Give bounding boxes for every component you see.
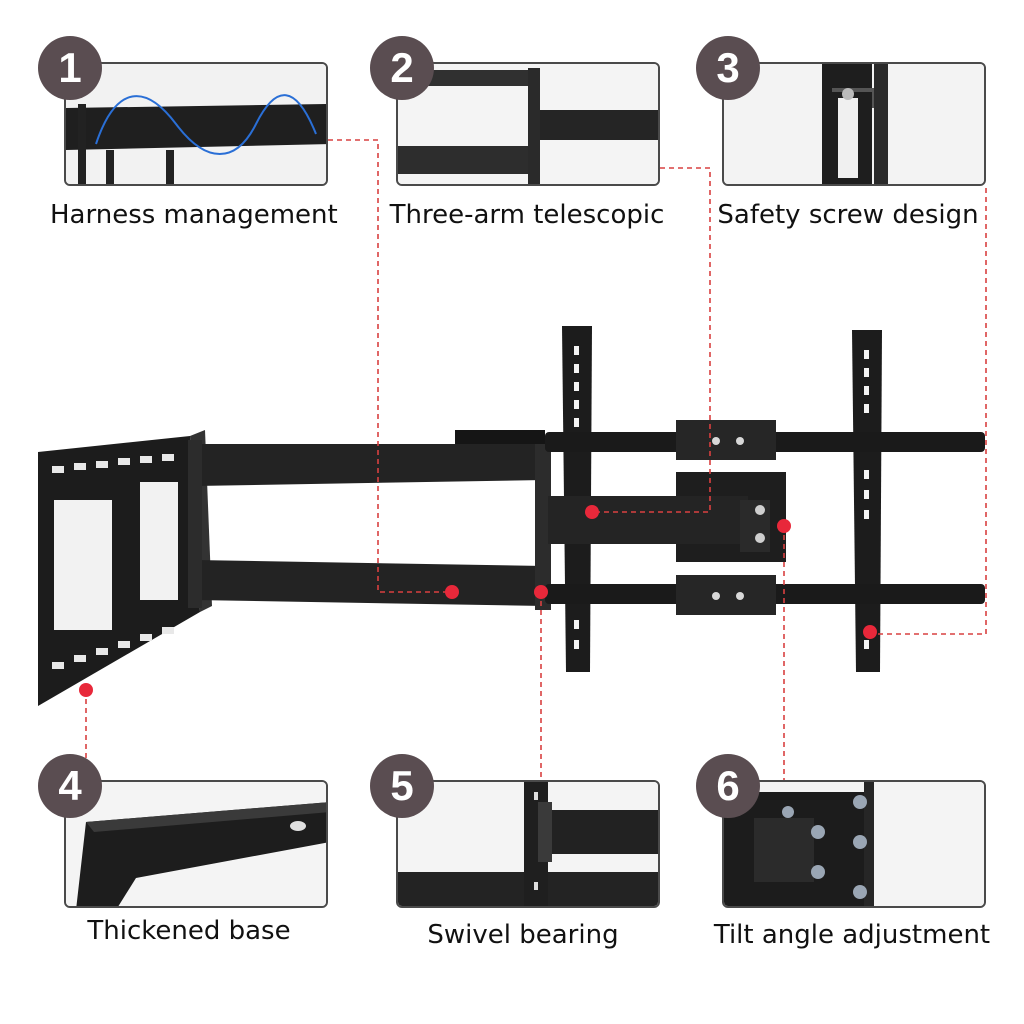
feature-2-label: Three-arm telescopic — [389, 200, 665, 230]
marker-dots — [79, 505, 877, 697]
feature-4-label: Thickened base — [87, 916, 291, 946]
tilt-bracket-photo — [724, 782, 984, 906]
feature-5-label: Swivel bearing — [427, 920, 619, 950]
telescopic-arm-photo — [398, 64, 658, 184]
base-plate-photo — [66, 782, 326, 906]
feature-3-number-badge: 3 — [696, 36, 760, 100]
tv-bracket — [545, 326, 985, 672]
safety-screw-photo — [724, 64, 984, 184]
feature-5-number-badge: 5 — [370, 754, 434, 818]
feature-1-label: Harness management — [50, 200, 338, 230]
feature-4-number-badge: 4 — [38, 754, 102, 818]
feature-2-photo-panel — [396, 62, 660, 186]
feature-2-number-badge: 2 — [370, 36, 434, 100]
swivel-bearing-photo — [398, 782, 658, 906]
feature-3-label: Safety screw design — [717, 200, 979, 230]
telescopic-arms — [188, 430, 551, 610]
feature-5-photo-panel — [396, 780, 660, 908]
cable-routing-photo — [66, 64, 326, 184]
feature-1-photo-panel — [64, 62, 328, 186]
feature-3-photo-panel — [722, 62, 986, 186]
feature-6-photo-panel — [722, 780, 986, 908]
feature-1-number-badge: 1 — [38, 36, 102, 100]
feature-6-label: Tilt angle adjustment — [713, 920, 991, 950]
wall-plate — [38, 430, 212, 706]
feature-4-photo-panel — [64, 780, 328, 908]
feature-6-number-badge: 6 — [696, 754, 760, 818]
